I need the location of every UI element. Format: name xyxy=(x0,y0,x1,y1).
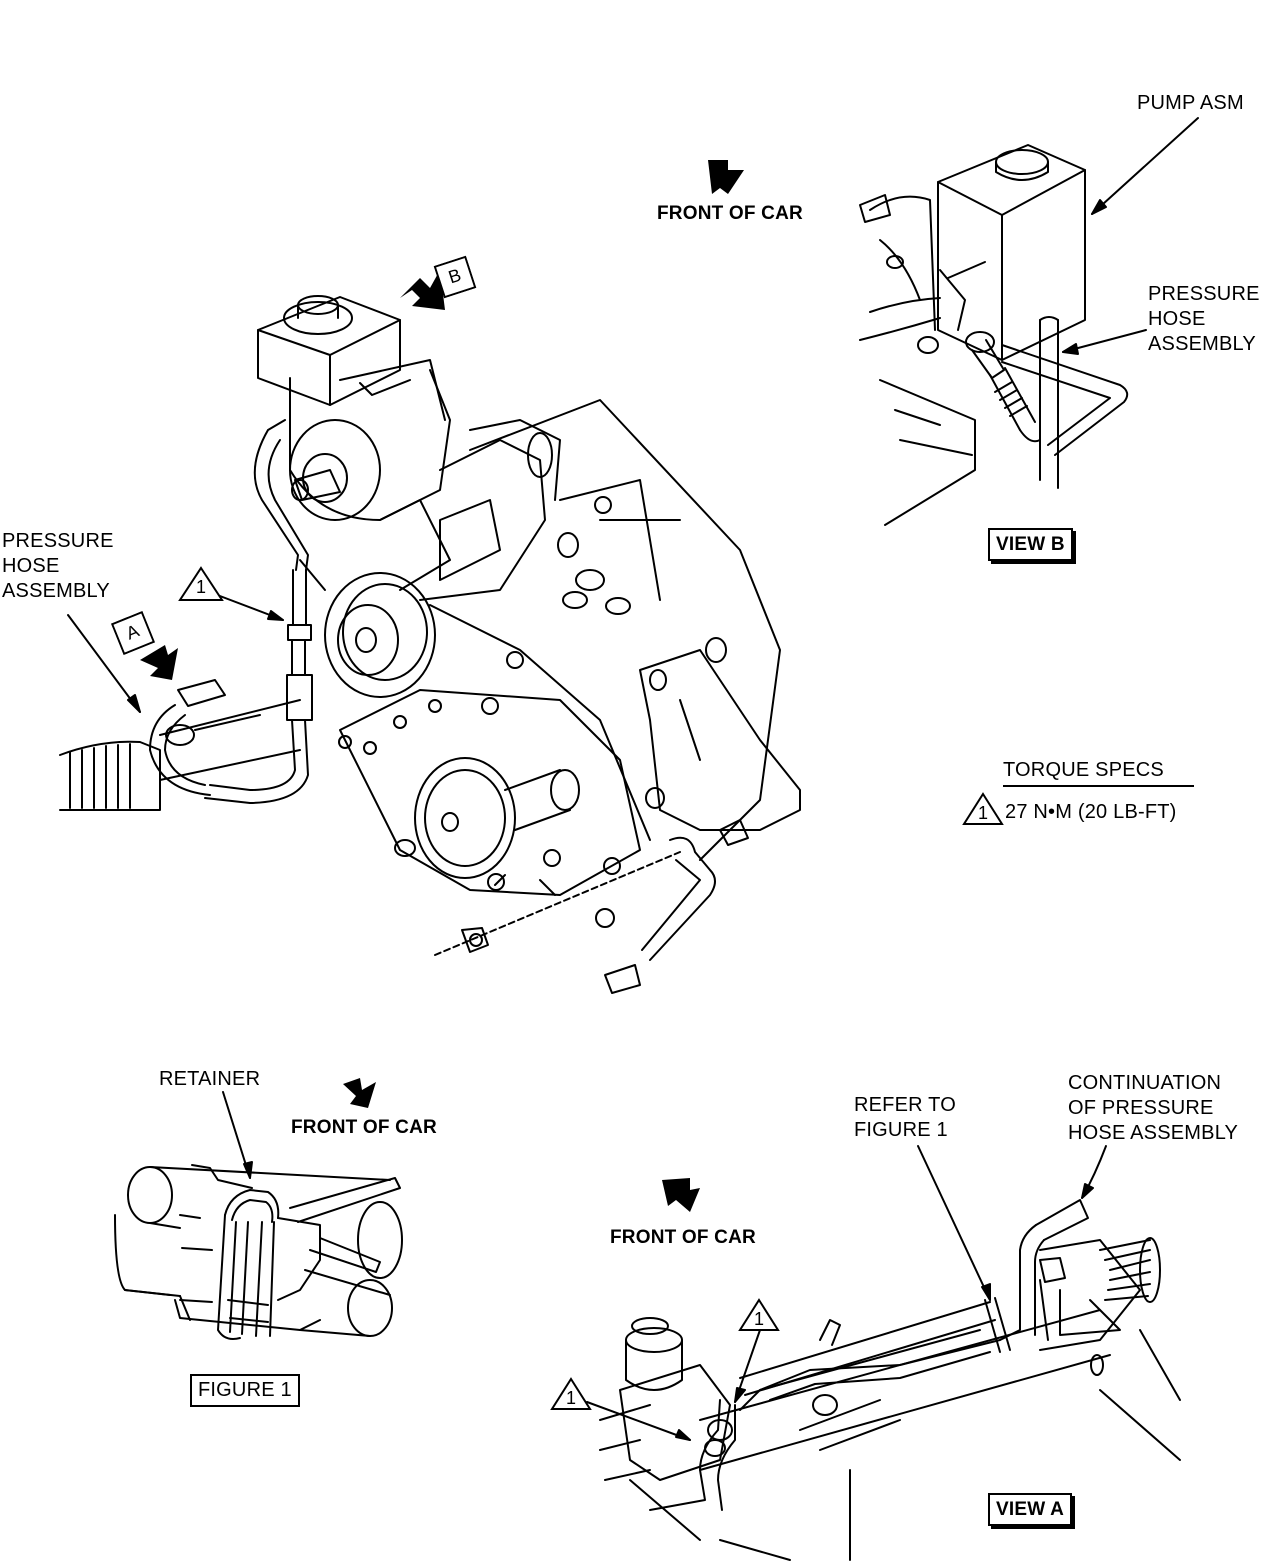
pressure-hose-b-label-3: ASSEMBLY xyxy=(1148,333,1256,355)
callout-a-box-icon xyxy=(110,610,156,656)
front-arrow-a xyxy=(140,645,178,680)
front-arrow-b xyxy=(400,270,445,310)
torque-marker-spec-num: 1 xyxy=(977,803,988,823)
torque-marker-view-a-upper: 1 xyxy=(738,1298,780,1332)
torque-marker-main-num: 1 xyxy=(195,577,206,597)
view-a-illustration xyxy=(599,1199,1181,1561)
refer-to-figure-label-1: REFER TO xyxy=(854,1094,956,1116)
front-of-car-fig1-label: FRONT OF CAR xyxy=(291,1117,437,1138)
callout-b-box-icon xyxy=(433,255,477,299)
torque-spec-value: 27 N•M (20 LB-FT) xyxy=(1005,801,1177,823)
figure-1-illustration xyxy=(114,1164,403,1340)
refer-figure-leader xyxy=(917,1145,991,1301)
view-b-illustration xyxy=(859,144,1129,526)
pump-asm-label: PUMP ASM xyxy=(1137,92,1244,114)
triangle-callout-icon xyxy=(962,792,1004,825)
continuation-label-2: OF PRESSURE xyxy=(1068,1097,1214,1119)
front-arrow-top xyxy=(708,160,744,194)
front-arrow-view-a xyxy=(662,1178,700,1212)
pressure-hose-b-label-2: HOSE xyxy=(1148,308,1206,330)
continuation-label-3: HOSE ASSEMBLY xyxy=(1068,1122,1239,1144)
torque-marker-spec: 1 xyxy=(962,792,1004,826)
refer-to-figure-label-2: FIGURE 1 xyxy=(854,1119,948,1141)
triangle-callout-icon xyxy=(178,566,224,601)
front-arrow-fig1 xyxy=(343,1078,376,1108)
callout-a: A xyxy=(110,610,156,656)
figure-1-label: FIGURE 1 xyxy=(190,1374,300,1407)
pressure-hose-left-label-2: HOSE xyxy=(2,555,60,577)
view-b-label: VIEW B xyxy=(988,528,1073,561)
triangle-callout-icon xyxy=(550,1377,592,1410)
pressure-hose-left-label-3: ASSEMBLY xyxy=(2,580,110,602)
retainer-label: RETAINER xyxy=(159,1068,261,1090)
torque-marker-main: 1 xyxy=(178,566,224,602)
callout-b: B xyxy=(433,255,477,299)
pressure-hose-left-label-1: PRESSURE xyxy=(2,530,114,552)
torque-marker-view-a-upper-num: 1 xyxy=(753,1309,764,1329)
torque-specs-heading: TORQUE SPECS xyxy=(1003,758,1194,787)
triangle-callout-icon xyxy=(738,1298,780,1331)
pressure-hose-b-label-1: PRESSURE xyxy=(1148,283,1260,305)
pump-asm-leader xyxy=(1091,117,1199,215)
front-of-car-top-label: FRONT OF CAR xyxy=(657,203,803,224)
torque-marker-view-a-lower: 1 xyxy=(550,1377,592,1411)
continuation-label-1: CONTINUATION xyxy=(1068,1072,1222,1094)
engine-illustration xyxy=(59,295,801,994)
view-a-label: VIEW A xyxy=(988,1493,1073,1526)
front-of-car-view-a-label: FRONT OF CAR xyxy=(610,1227,756,1248)
torque-marker-view-a-lower-num: 1 xyxy=(565,1388,576,1408)
